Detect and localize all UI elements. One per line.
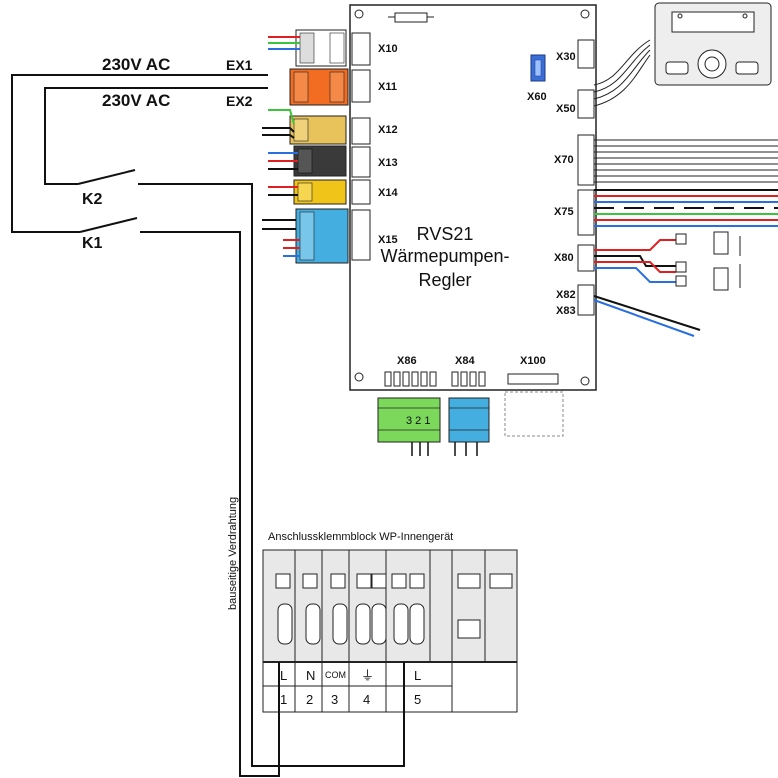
x75-wires xyxy=(594,189,778,227)
ex2-label: EX2 xyxy=(226,93,253,109)
controller-name: RVS21 xyxy=(417,224,474,244)
x86-pin-labels: 3 2 1 xyxy=(406,415,430,427)
plug-wires xyxy=(262,36,300,257)
x75-label: X75 xyxy=(554,206,574,218)
plug-x12 xyxy=(289,115,347,145)
side-wiring-label: bauseitige Verdrahtung xyxy=(227,497,239,610)
x70-label: X70 xyxy=(554,154,574,166)
control-panel-icon xyxy=(654,2,772,86)
x100-label: X100 xyxy=(520,355,546,367)
terminal-label-4: ⏚ xyxy=(361,668,374,683)
ex2-wire xyxy=(44,87,268,185)
plug-x15 xyxy=(295,208,349,264)
x86-label: X86 xyxy=(397,355,417,367)
plug-x100 xyxy=(504,391,564,437)
ex1-wire xyxy=(11,74,268,233)
k2-label: K2 xyxy=(82,191,103,208)
k1-out-wire xyxy=(140,231,280,777)
x10-label: X10 xyxy=(378,43,398,55)
controller-type: Wärmepumpen- xyxy=(380,246,509,266)
x11-label: X11 xyxy=(378,81,397,93)
k2-switch-blade xyxy=(77,169,136,185)
terminal-block xyxy=(262,549,518,713)
controller-type-2: Regler xyxy=(418,270,471,290)
x50-label: X50 xyxy=(556,103,576,115)
mount-hole-icon xyxy=(354,9,364,19)
terminal-number-3: 3 xyxy=(331,692,338,707)
controller-board: RVS21 Wärmepumpen- Regler xyxy=(349,4,597,391)
x12-label: X12 xyxy=(378,124,398,136)
plug-x84 xyxy=(448,397,490,443)
block-wire-entries xyxy=(278,662,405,776)
terminal-block-title: Anschlussklemmblock WP-Innengerät xyxy=(268,531,453,543)
plug-x13 xyxy=(293,145,347,177)
plug-x14 xyxy=(293,179,347,205)
x60-label: X60 xyxy=(527,91,547,103)
x13-label: X13 xyxy=(378,157,398,169)
mount-hole-icon xyxy=(580,9,590,19)
mount-hole-icon xyxy=(354,372,364,382)
k1-switch-blade xyxy=(79,217,138,233)
x80-wires xyxy=(594,239,676,283)
plug-x11 xyxy=(289,68,349,106)
x80-label: X80 xyxy=(554,252,574,264)
sensor-icons xyxy=(675,231,741,291)
x82-wires xyxy=(593,295,701,337)
plug-x10 xyxy=(295,29,347,67)
terminal-label-3: COM xyxy=(325,670,346,680)
x15-label: X15 xyxy=(378,234,398,246)
ex1-voltage-label: 230V AC xyxy=(102,55,170,74)
x30-label: X30 xyxy=(556,51,576,63)
terminal-label-5: L xyxy=(414,668,421,683)
x70-cable xyxy=(594,139,778,183)
terminal-number-5: 5 xyxy=(414,692,421,707)
plug-x86: 3 2 1 xyxy=(377,397,441,443)
ex2-voltage-label: 230V AC xyxy=(102,91,170,110)
fuse-icon xyxy=(394,12,428,23)
x83-label: X83 xyxy=(556,305,576,317)
terminal-number-2: 2 xyxy=(306,692,313,707)
panel-cable xyxy=(593,39,651,107)
board-outline xyxy=(349,4,597,391)
x14-label: X14 xyxy=(378,187,398,199)
x82-label: X82 xyxy=(556,289,576,301)
mount-hole-icon xyxy=(580,376,590,386)
k1-label: K1 xyxy=(82,235,103,252)
terminal-label-1: L xyxy=(280,668,287,683)
terminal-number-4: 4 xyxy=(363,692,370,707)
terminal-number-1: 1 xyxy=(280,692,287,707)
terminal-label-2: N xyxy=(306,668,315,683)
ex1-label: EX1 xyxy=(226,57,253,73)
x84-label: X84 xyxy=(455,355,475,367)
bottom-plug-wires xyxy=(411,442,478,456)
